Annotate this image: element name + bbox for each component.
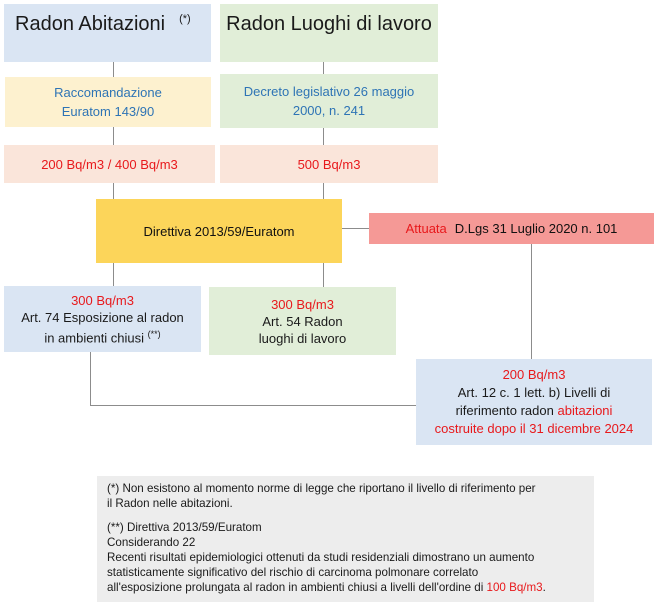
attuata-text: D.Lgs 31 Luglio 2020 n. 101 bbox=[454, 221, 618, 236]
note2-line5-red: 100 Bq/m3 bbox=[486, 581, 543, 594]
connector-line bbox=[323, 183, 324, 199]
art54-value: 300 Bq/m3 bbox=[271, 296, 334, 312]
decreto-box: Decreto legislativo 26 maggio 2000, n. 2… bbox=[220, 74, 438, 128]
art12-box: 200 Bq/m3 Art. 12 c. 1 lett. b) Livelli … bbox=[416, 359, 652, 445]
art74-line2: in ambienti chiusi bbox=[44, 330, 145, 346]
attuata-prefix: Attuata bbox=[405, 221, 447, 236]
footnote-marker: (*) bbox=[179, 13, 191, 26]
connector-line bbox=[323, 128, 324, 145]
note2-line1: (**) Direttiva 2013/59/Euratom bbox=[107, 521, 262, 534]
art74-line1: Art. 74 Esposizione al radon bbox=[21, 309, 184, 325]
radon-lavoro-header: Radon Luoghi di lavoro bbox=[220, 4, 438, 62]
decreto-text: Decreto legislativo 26 maggio 2000, n. 2… bbox=[243, 84, 415, 118]
art74-value: 300 Bq/m3 bbox=[71, 292, 134, 308]
connector-line bbox=[90, 352, 91, 406]
connector-line bbox=[342, 228, 369, 229]
art54-line1: Art. 54 Radon bbox=[262, 313, 343, 329]
connector-line bbox=[323, 263, 324, 287]
art54-line2: luoghi di lavoro bbox=[258, 330, 347, 346]
art12-line2-red: abitazioni bbox=[557, 403, 613, 418]
art12-line2: riferimento radon bbox=[455, 403, 554, 418]
radon-abitazioni-header: Radon Abitazioni (*) bbox=[4, 4, 211, 62]
limits-lavoro-box: 500 Bq/m3 bbox=[220, 145, 438, 183]
art12-line1: Art. 12 c. 1 lett. b) Livelli di bbox=[457, 385, 611, 400]
connector-line bbox=[323, 62, 324, 74]
note1-line1: (*) Non esistono al momento norme di leg… bbox=[107, 482, 536, 495]
note2-line5-end: . bbox=[542, 581, 546, 594]
directive-text: Direttiva 2013/59/Euratom bbox=[143, 223, 295, 239]
art54-box: 300 Bq/m3 Art. 54 Radon luoghi di lavoro bbox=[209, 287, 396, 355]
art74-box: 300 Bq/m3 Art. 74 Esposizione al radon i… bbox=[4, 286, 201, 352]
limits-abitazioni-box: 200 Bq/m3 / 400 Bq/m3 bbox=[4, 145, 215, 183]
art12-value: 200 Bq/m3 bbox=[502, 367, 566, 382]
note2-line3: Recenti risultati epidemiologici ottenut… bbox=[107, 551, 535, 564]
note2-line4: statisticamente significativo del rischi… bbox=[107, 566, 479, 579]
note2-line5: all'esposizione prolungata al radon in a… bbox=[107, 581, 484, 594]
footnotes-box: (*) Non esistono al momento norme di leg… bbox=[97, 476, 594, 602]
connector-line bbox=[113, 263, 114, 286]
footnote-marker: (**) bbox=[147, 328, 161, 339]
limits-abitazioni-text: 200 Bq/m3 / 400 Bq/m3 bbox=[41, 156, 178, 172]
art12-line3: costruite dopo il 31 dicembre 2024 bbox=[434, 421, 634, 436]
connector-line bbox=[113, 127, 114, 145]
raccomandazione-box: Raccomandazione Euratom 143/90 bbox=[5, 77, 211, 127]
connector-line bbox=[531, 244, 532, 359]
note1-line2: il Radon nelle abitazioni. bbox=[107, 497, 233, 510]
connector-line bbox=[113, 183, 114, 199]
connector-line bbox=[90, 405, 416, 406]
raccomandazione-text: Raccomandazione Euratom 143/90 bbox=[54, 85, 162, 119]
connector-line bbox=[113, 62, 114, 77]
directive-box: Direttiva 2013/59/Euratom bbox=[96, 199, 342, 263]
limits-lavoro-text: 500 Bq/m3 bbox=[297, 156, 361, 172]
note2-line2: Considerando 22 bbox=[107, 536, 196, 549]
attuata-box: Attuata D.Lgs 31 Luglio 2020 n. 101 bbox=[369, 213, 654, 244]
radon-lavoro-title: Radon Luoghi di lavoro bbox=[226, 13, 432, 35]
radon-abitazioni-title: Radon Abitazioni bbox=[15, 13, 166, 35]
